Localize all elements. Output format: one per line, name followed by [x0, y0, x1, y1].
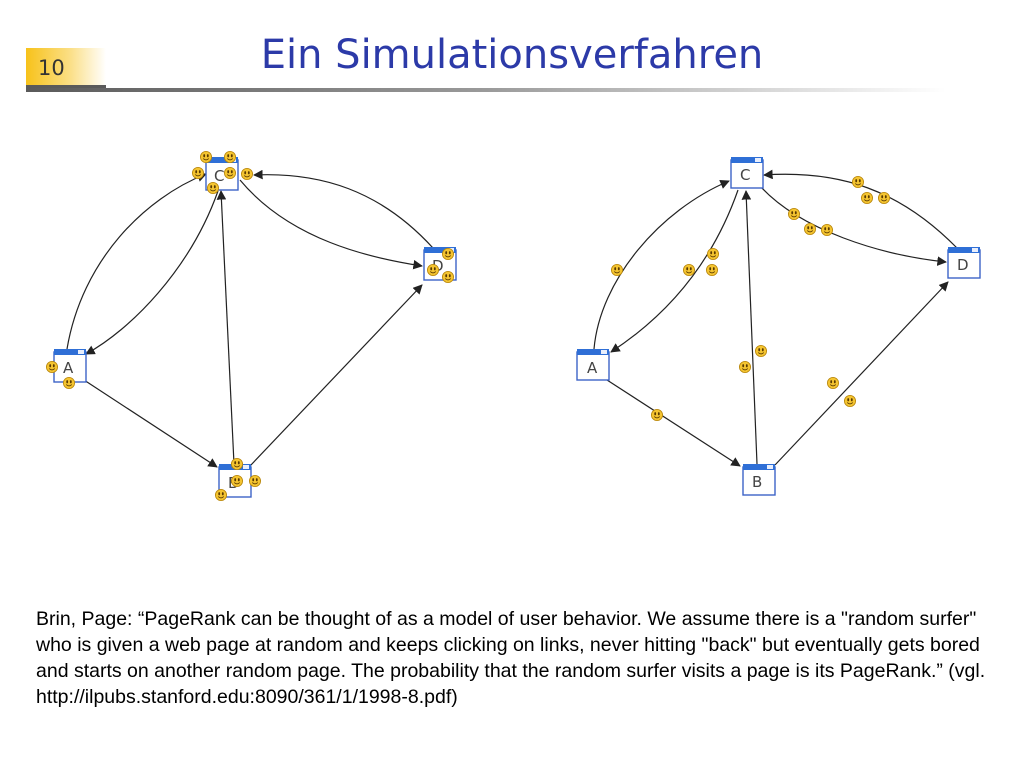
smiley-icon: [851, 175, 865, 189]
smiley-icon: [426, 263, 440, 277]
smiley-icon: [860, 191, 874, 205]
right-node-c-label: C: [740, 166, 750, 184]
right-node-d-label: D: [957, 256, 969, 274]
slide-number-badge: 10: [26, 48, 106, 88]
edge-right-c-d: [759, 185, 947, 266]
edge-right-d-c: [763, 169, 958, 249]
edge-right-a-c: [593, 179, 730, 350]
smiley-icon: [705, 263, 719, 277]
smiley-icon: [803, 222, 817, 236]
smiley-icon: [441, 270, 455, 284]
edge-left-c-d: [239, 179, 423, 270]
edge-left-b-d: [249, 284, 423, 467]
smiley-icon: [62, 376, 76, 390]
right-graph: C D A B: [576, 157, 981, 496]
slide-title: Ein Simulationsverfahren: [260, 32, 764, 78]
browser-window-icon: [731, 157, 763, 163]
smiley-icon: [826, 376, 840, 390]
smiley-icon: [650, 408, 664, 422]
smiley-icon: [223, 150, 237, 164]
edge-left-b-c: [216, 190, 235, 465]
smiley-icon: [843, 394, 857, 408]
browser-window-icon: [206, 157, 238, 163]
left-node-a-label: A: [63, 359, 74, 377]
left-graph: C D A B: [45, 150, 457, 502]
source-url[interactable]: http://ilpubs.stanford.edu:8090/361/1/19…: [36, 686, 458, 708]
right-node-d: D: [947, 247, 981, 279]
slide-number: 10: [38, 56, 65, 80]
browser-window-icon: [743, 464, 775, 470]
left-node-d-label: D: [432, 257, 444, 275]
smiley-icon: [45, 360, 59, 374]
smiley-icon: [682, 263, 696, 277]
quote-text: Brin, Page: “PageRank can be thought of …: [36, 608, 986, 682]
browser-window-icon: [54, 349, 86, 355]
right-node-a: A: [576, 349, 610, 381]
smiley-icon: [754, 344, 768, 358]
smiley-icon: [230, 474, 244, 488]
quote-block: Brin, Page: “PageRank can be thought of …: [36, 606, 996, 710]
smiley-icon: [230, 457, 244, 471]
smiley-icon: [610, 263, 624, 277]
right-node-c: C: [730, 157, 764, 189]
edge-left-d-c: [253, 169, 434, 249]
edge-left-a-b: [83, 379, 218, 468]
edge-right-b-c: [741, 190, 758, 465]
smiley-icon: [240, 167, 254, 181]
browser-window-icon: [424, 247, 456, 253]
left-node-c: C: [205, 157, 239, 191]
smiley-icon: [206, 181, 220, 195]
smiley-icon: [706, 247, 720, 261]
browser-window-icon: [948, 247, 980, 253]
left-node-a: A: [53, 349, 87, 383]
smiley-icon: [820, 223, 834, 237]
smiley-icon: [738, 360, 752, 374]
edge-left-c-a: [85, 190, 219, 355]
smiley-icon: [248, 474, 262, 488]
left-surfers: [45, 150, 455, 502]
smiley-icon: [223, 166, 237, 180]
edge-left-a-c: [66, 172, 207, 350]
pagerank-diagrams: C D A B: [45, 150, 981, 502]
smiley-icon: [191, 166, 205, 180]
browser-window-icon: [577, 349, 609, 355]
right-node-a-label: A: [587, 359, 598, 377]
smiley-icon: [214, 488, 228, 502]
title-divider: [26, 88, 946, 92]
edge-right-c-a: [610, 189, 739, 353]
right-node-b-label: B: [752, 473, 762, 491]
right-node-b: B: [742, 464, 776, 496]
left-node-c-label: C: [214, 167, 224, 185]
smiley-icon: [787, 207, 801, 221]
smiley-icon: [199, 150, 213, 164]
smiley-icon: [877, 191, 891, 205]
smiley-icon: [441, 247, 455, 261]
edge-right-a-b: [606, 379, 741, 467]
edge-right-b-d: [774, 281, 949, 466]
